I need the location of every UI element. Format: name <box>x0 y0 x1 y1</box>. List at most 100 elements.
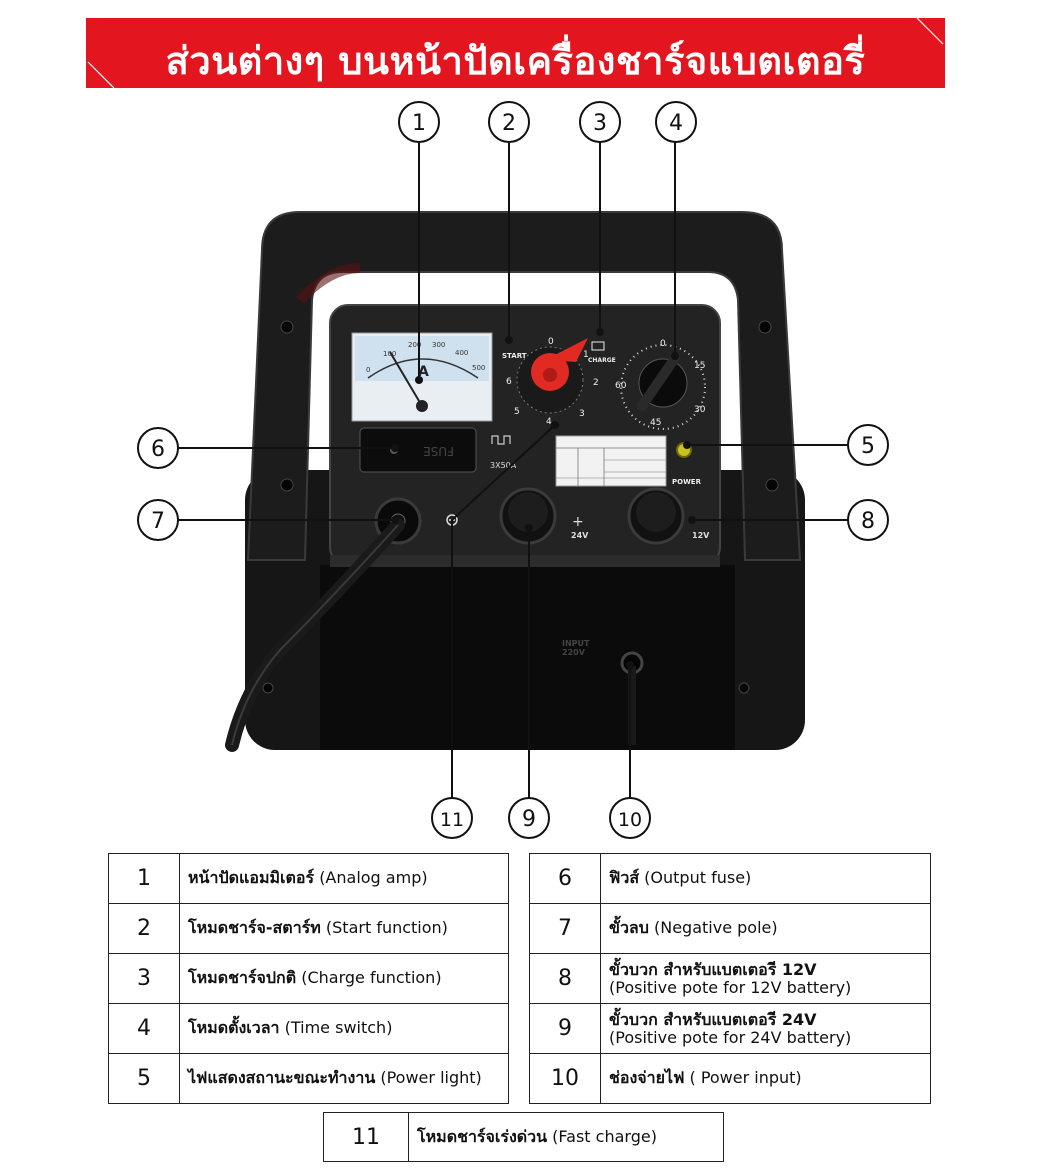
legend-description: หน้าปัดแอมมิเตอร์ (Analog amp) <box>179 853 509 904</box>
screw <box>262 682 274 694</box>
timer-mark-45: 45 <box>650 418 661 428</box>
callout-circle-5 <box>847 424 889 466</box>
timer-mark-15: 15 <box>694 361 705 371</box>
legend-number: 2 <box>108 903 180 954</box>
legend-description: โหมดตั้งเวลา (Time switch) <box>179 1003 509 1054</box>
legend-english: ( Power input) <box>689 1068 802 1087</box>
legend-description: โหมดชาร์จปกติ (Charge function) <box>179 953 509 1004</box>
legend-english: (Fast charge) <box>552 1126 657 1146</box>
legend-english: (Start function) <box>325 918 448 937</box>
charge-label: CHARGE <box>588 357 616 364</box>
legend-english: (Positive pote for 24V battery) <box>609 1027 852 1047</box>
v24-label: 24V <box>571 531 589 540</box>
selector-mark-2: 2 <box>593 378 599 388</box>
legend-table-right: 6 ฟิวส์ (Output fuse) 7 ขั้วลบ (Negative… <box>529 853 931 1104</box>
callout-7: 7 <box>151 509 165 534</box>
legend-row: 6 ฟิวส์ (Output fuse) <box>529 853 931 904</box>
legend-english: (Power light) <box>380 1068 482 1087</box>
screw <box>280 320 294 334</box>
legend-row: 3 โหมดชาร์จปกติ (Charge function) <box>108 953 509 1004</box>
selector-mark-3: 3 <box>579 409 585 419</box>
callout-3: 3 <box>593 111 607 136</box>
selector-mark-5: 5 <box>514 407 520 417</box>
mode-selector: START CHARGE 0 1 2 3 4 5 6 <box>502 337 616 427</box>
callout-9: 9 <box>522 807 536 832</box>
legend-english: (Negative pole) <box>653 918 778 937</box>
legend-row: 4 โหมดตั้งเวลา (Time switch) <box>108 1003 509 1054</box>
legend-row: 2 โหมดชาร์จ-สตาร์ท (Start function) <box>108 903 509 954</box>
legend-table-left: 1 หน้าปัดแอมมิเตอร์ (Analog amp) 2 โหมดช… <box>108 853 509 1104</box>
legend-number: 1 <box>108 853 180 904</box>
legend-row: 1 หน้าปัดแอมมิเตอร์ (Analog amp) <box>108 853 509 904</box>
callout-circle-8 <box>847 499 889 541</box>
v12-label: 12V <box>692 531 710 540</box>
meter-needle <box>389 351 423 407</box>
legend-description: โหมดชาร์จ-สตาร์ท (Start function) <box>179 903 509 954</box>
legend-number: 10 <box>529 1053 601 1104</box>
banner-slash-left <box>87 61 115 88</box>
fuse-label: FUSE <box>423 444 454 458</box>
legend-number: 8 <box>529 953 601 1004</box>
legend-table-bottom: 11 โหมดชาร์จเร่งด่วน (Fast charge) <box>323 1112 724 1162</box>
meter-scale-2: 200 <box>408 341 421 349</box>
meter-unit: A <box>418 364 429 380</box>
power-label: POWER <box>672 478 702 486</box>
legend-thai: ฟิวส์ <box>609 868 640 887</box>
legend-row: 8 ขั้วบวก สำหรับแบตเตอรี 12V(Positive po… <box>529 953 931 1004</box>
callout-2: 2 <box>502 111 516 136</box>
selector-mark-4: 4 <box>546 417 552 427</box>
charger-lower-panel <box>320 565 735 750</box>
legend-number: 7 <box>529 903 601 954</box>
title-banner: ส่วนต่างๆ บนหน้าปัดเครื่องชาร์จแบตเตอรี่ <box>86 18 945 88</box>
legend-description: ฟิวส์ (Output fuse) <box>600 853 931 904</box>
legend-number: 11 <box>323 1112 409 1162</box>
legend-thai: โหมดชาร์จ-สตาร์ท <box>188 918 321 937</box>
legend-number: 4 <box>108 1003 180 1054</box>
callout-10: 10 <box>618 809 642 831</box>
callout-11: 11 <box>440 809 464 831</box>
legend-thai: ขั้วบวก สำหรับแบตเตอรี 24V <box>609 1009 817 1029</box>
input-voltage: 220V <box>562 648 586 657</box>
callout-circle-6 <box>137 427 179 469</box>
callout-circle-2 <box>488 101 530 143</box>
meter-scale-5: 500 <box>472 364 485 372</box>
screw <box>758 320 772 334</box>
selector-mark-0: 0 <box>548 337 554 347</box>
legend-english: (Positive pote for 12V battery) <box>609 977 852 997</box>
legend-description: ช่องจ่ายไฟ ( Power input) <box>600 1053 931 1104</box>
fuse-rating: 3X50A <box>490 461 517 470</box>
callout-circle-10 <box>609 797 651 839</box>
callout-circle-11 <box>431 797 473 839</box>
analog-ammeter: 0 100 200 300 400 500 A <box>351 332 493 422</box>
legend-thai: โหมดชาร์จปกติ <box>188 968 297 987</box>
selector-mark-6: 6 <box>506 377 512 387</box>
banner-slash-right <box>916 18 944 45</box>
screw <box>280 478 294 492</box>
meter-scale-3: 300 <box>432 341 445 349</box>
callout-5: 5 <box>861 434 875 459</box>
legend-number: 6 <box>529 853 601 904</box>
legend-row: 5 ไฟแสดงสถานะขณะทำงาน (Power light) <box>108 1053 509 1104</box>
timer-mark-60: 60 <box>615 381 627 391</box>
timer-switch: 0 15 30 45 60 <box>615 339 706 430</box>
spec-label-sticker <box>555 435 667 487</box>
legend-thai: ขั้วลบ <box>609 918 649 937</box>
legend-row: 9 ขั้วบวก สำหรับแบตเตอรี 24V(Positive po… <box>529 1003 931 1054</box>
input-label: INPUT <box>562 639 590 648</box>
legend-thai: โหมดตั้งเวลา <box>188 1018 280 1037</box>
callout-circle-1 <box>398 101 440 143</box>
callout-circle-4 <box>655 101 697 143</box>
legend-english: (Charge function) <box>301 968 442 987</box>
page-title: ส่วนต่างๆ บนหน้าปัดเครื่องชาร์จแบตเตอรี่ <box>165 39 866 83</box>
callout-8: 8 <box>861 509 875 534</box>
legend-thai: ช่องจ่ายไฟ <box>609 1068 685 1087</box>
legend-english: (Analog amp) <box>319 868 428 887</box>
callout-circle-3 <box>579 101 621 143</box>
legend-description: ขั้วลบ (Negative pole) <box>600 903 931 954</box>
legend-description: ขั้วบวก สำหรับแบตเตอรี 12V(Positive pote… <box>600 953 931 1004</box>
legend-number: 5 <box>108 1053 180 1104</box>
meter-scale-0: 0 <box>366 366 370 374</box>
legend-thai: โหมดชาร์จเร่งด่วน <box>417 1126 548 1146</box>
legend-thai: ขั้วบวก สำหรับแบตเตอรี 12V <box>609 959 817 979</box>
legend-number: 9 <box>529 1003 601 1054</box>
